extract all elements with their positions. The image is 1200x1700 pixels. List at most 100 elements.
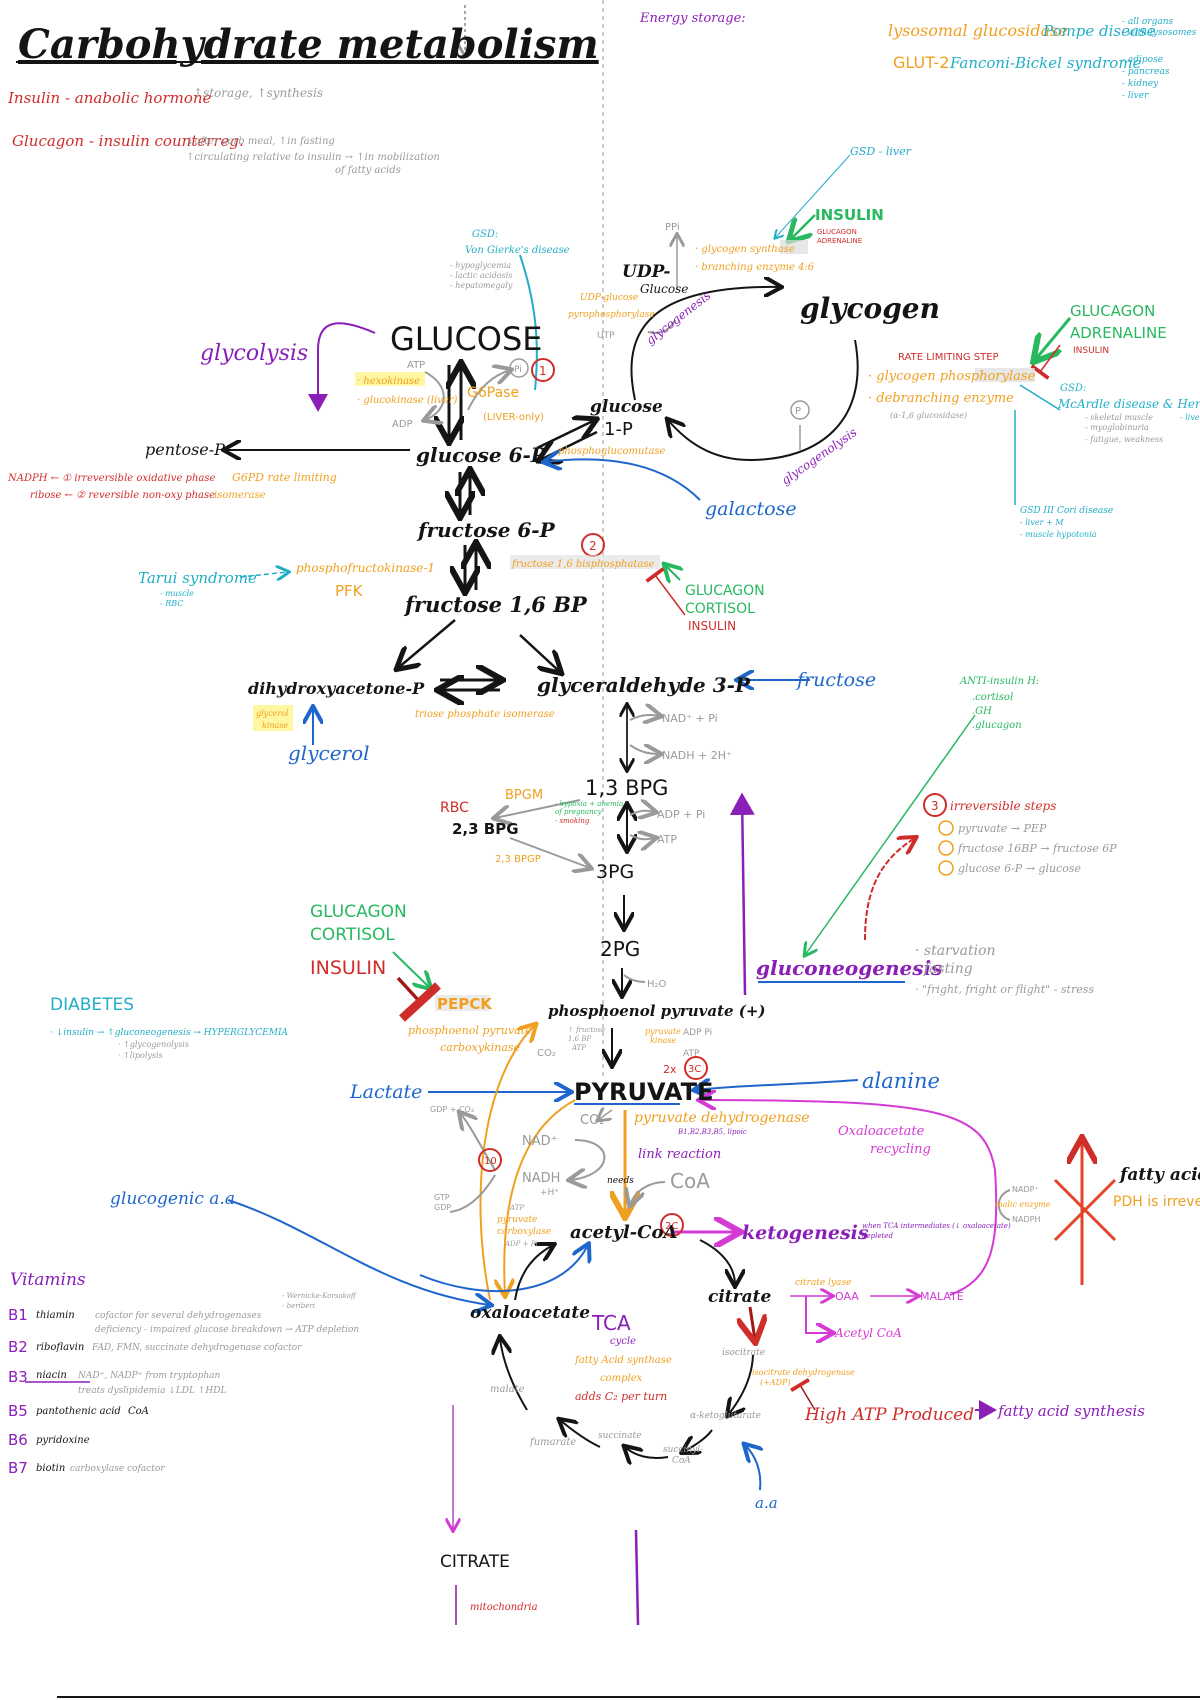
citrate-lyase: citrate lyase	[795, 1278, 851, 1288]
glycerol-kinase: kinase	[262, 721, 288, 730]
vitamin-code: B2	[8, 1338, 28, 1356]
glycolysis-label: glycolysis	[200, 341, 308, 366]
step-10-number: 10	[484, 1156, 497, 1167]
glycogenolysis-insulin: INSULIN	[1073, 346, 1109, 356]
nadh-label: +H⁺	[540, 1188, 559, 1198]
fbpase-cortisol: CORTISOL	[685, 601, 755, 617]
glucogenic-aa-input: glucogenic a.a	[110, 1189, 235, 1209]
gsd-cori-note: - liver + M	[1020, 518, 1064, 527]
fanconi-bickel-syndrome: Fanconi-Bickel syndrome	[949, 54, 1142, 72]
tarui-syndrome: Tarui syndrome	[138, 569, 257, 587]
pc-note: ADP + Pi	[504, 1240, 538, 1248]
fatty-acid-synthesis: fatty acid synthesis	[997, 1402, 1145, 1420]
step-2-number: 2	[589, 539, 597, 553]
pathway-arrows	[25, 0, 1200, 1698]
irreversible-steps-heading: irreversible steps	[950, 799, 1056, 813]
nadp-label: NADP⁺	[1012, 1185, 1039, 1194]
acetyl-coa-node: acetyl-CoA	[570, 1222, 677, 1243]
g3p-node: glyceraldehyde 3-P	[537, 673, 751, 697]
h2o-label: H₂O	[647, 979, 667, 990]
tarui-note: - RBC	[160, 599, 183, 608]
glycogenesis-inhibitor: ADRENALINE	[817, 237, 862, 245]
glycogenesis-inhibitor: GLUCAGON	[817, 228, 857, 236]
bpgm: BPGM	[505, 788, 543, 803]
isocitrate-dehydrogenase: (+ADP)	[760, 1378, 791, 1387]
pepck-insulin: INSULIN	[310, 957, 386, 979]
pyruvate-dehydrogenase: pyruvate dehydrogenase	[634, 1110, 810, 1126]
insulin-heading: Insulin - anabolic hormone	[7, 89, 212, 107]
pepck-full-name: carboxykinase	[440, 1041, 521, 1054]
g6pase: G6Pase	[467, 385, 519, 401]
co2-label: CO₂	[537, 1048, 556, 1059]
glucose-1p-node: glucose	[590, 397, 663, 417]
two-x-label: 2x	[663, 1063, 677, 1076]
glucagon-note: ↑circulating relative to insulin → ↑in m…	[186, 152, 440, 163]
two-carbon-label: 2C	[665, 1221, 678, 1232]
irreversible-circle	[923, 793, 947, 817]
fanconi-note: - liver	[1122, 91, 1149, 101]
insulin-note: ↑storage, ↑synthesis	[193, 86, 323, 100]
pompe-disease: Pompe disease	[1042, 22, 1156, 40]
link-reaction: link reaction	[638, 1147, 721, 1162]
pyruvate-carboxylase: carboxylase	[497, 1227, 551, 1237]
isomerase: isomerase	[214, 490, 266, 501]
glycerol-input: glycerol	[288, 741, 370, 765]
pc-note: ATP	[509, 1204, 524, 1212]
nad-label: NAD⁺	[522, 1134, 558, 1149]
fas-note: adds C₂ per turn	[575, 1390, 667, 1403]
pdh-irreversible-note: PDH is irreversible	[1113, 1194, 1200, 1210]
acetyl-coa-magenta-node: Acetyl CoA	[834, 1326, 902, 1340]
pentose-p-node: pentose-P	[145, 440, 225, 459]
mitochondria-label: mitochondria	[470, 1602, 538, 1613]
gdp-label: GDP	[434, 1203, 451, 1212]
pdh-cofactors: B1,B2,B3,B5, lipoic	[677, 1128, 747, 1136]
pi-label: P	[795, 406, 801, 417]
adp-pi-label: ADP Pi	[683, 1028, 712, 1038]
vitamin-name: biotin	[36, 1463, 65, 1474]
fanconi-note: - adipose	[1122, 55, 1163, 65]
nad-pi-label: NAD⁺ + Pi	[662, 712, 718, 725]
nadh-label: NADH + 2H⁺	[662, 749, 732, 762]
fructose-6p-node: fructose 6-P	[416, 518, 556, 542]
pfk: PFK	[335, 582, 364, 600]
coa-label: CoA	[670, 1169, 710, 1193]
step-markers	[253, 240, 1035, 1237]
fanconi-note: - kidney	[1122, 79, 1159, 89]
hexokinase: · hexokinase	[357, 376, 420, 387]
pepck-glucagon: GLUCAGON	[310, 902, 407, 922]
gsd-cori-note: - muscle hypotonia	[1020, 530, 1097, 539]
pg2-node: 2PG	[600, 937, 640, 961]
bpg-13-node: 1,3 BPG	[585, 776, 668, 800]
bpgp: 2,3 BPGP	[495, 854, 541, 865]
gluconeogenesis-label: gluconeogenesis	[756, 956, 942, 980]
vitamin-name: pyridoxine	[36, 1435, 90, 1446]
tca-label: TCA	[591, 1311, 631, 1335]
irreversible-step: glucose 6-P → glucose	[958, 862, 1081, 875]
diabetes-note: · ↓insulin → ↑gluconeogenesis → HYPERGLY…	[50, 1028, 289, 1038]
pepck-cortisol: CORTISOL	[310, 925, 395, 945]
phosphoglucomutase: phosphoglucomutase	[558, 446, 666, 457]
pepck-full-name: phosphoenol pyruvate	[408, 1024, 532, 1037]
diabetes-note: · ↑glycogenolysis	[118, 1040, 189, 1049]
irreversible-step: pyruvate → PEP	[958, 822, 1047, 835]
atp-label: ATP	[657, 833, 677, 846]
gsd-liver: GSD - liver	[850, 145, 912, 158]
rate-limiting-step: RATE LIMITING STEP	[898, 352, 999, 363]
glucokinase: · glucokinase (liver)	[357, 395, 458, 406]
udp-glucose-pyrophosphorylase: pyrophosphorylase	[568, 310, 655, 320]
vitamin-code: B5	[8, 1402, 28, 1420]
pk-note: ATP	[571, 1044, 586, 1052]
vitamin-list: B1 thiamin cofactor for several dehydrog…	[8, 1292, 359, 1477]
vitamin-name: pantothenic acid	[36, 1406, 121, 1417]
gsd-muscle-label: GSD:	[1060, 383, 1086, 394]
glycogen-synthase: · glycogen synthase	[695, 244, 795, 255]
vitamin-name: niacin	[36, 1370, 67, 1381]
glycogen-phosphorylase: · glycogen phosphorylase	[868, 369, 1036, 384]
oxaloacetate-node: oxaloacetate	[470, 1303, 590, 1323]
mcardle-hers-disease: McArdle disease & Hers disease	[1057, 397, 1200, 411]
anti-insulin-item: .GH	[972, 706, 992, 717]
succinyl-coa-node: CoA	[672, 1456, 691, 1466]
tca-cycle-label: cycle	[610, 1336, 636, 1347]
